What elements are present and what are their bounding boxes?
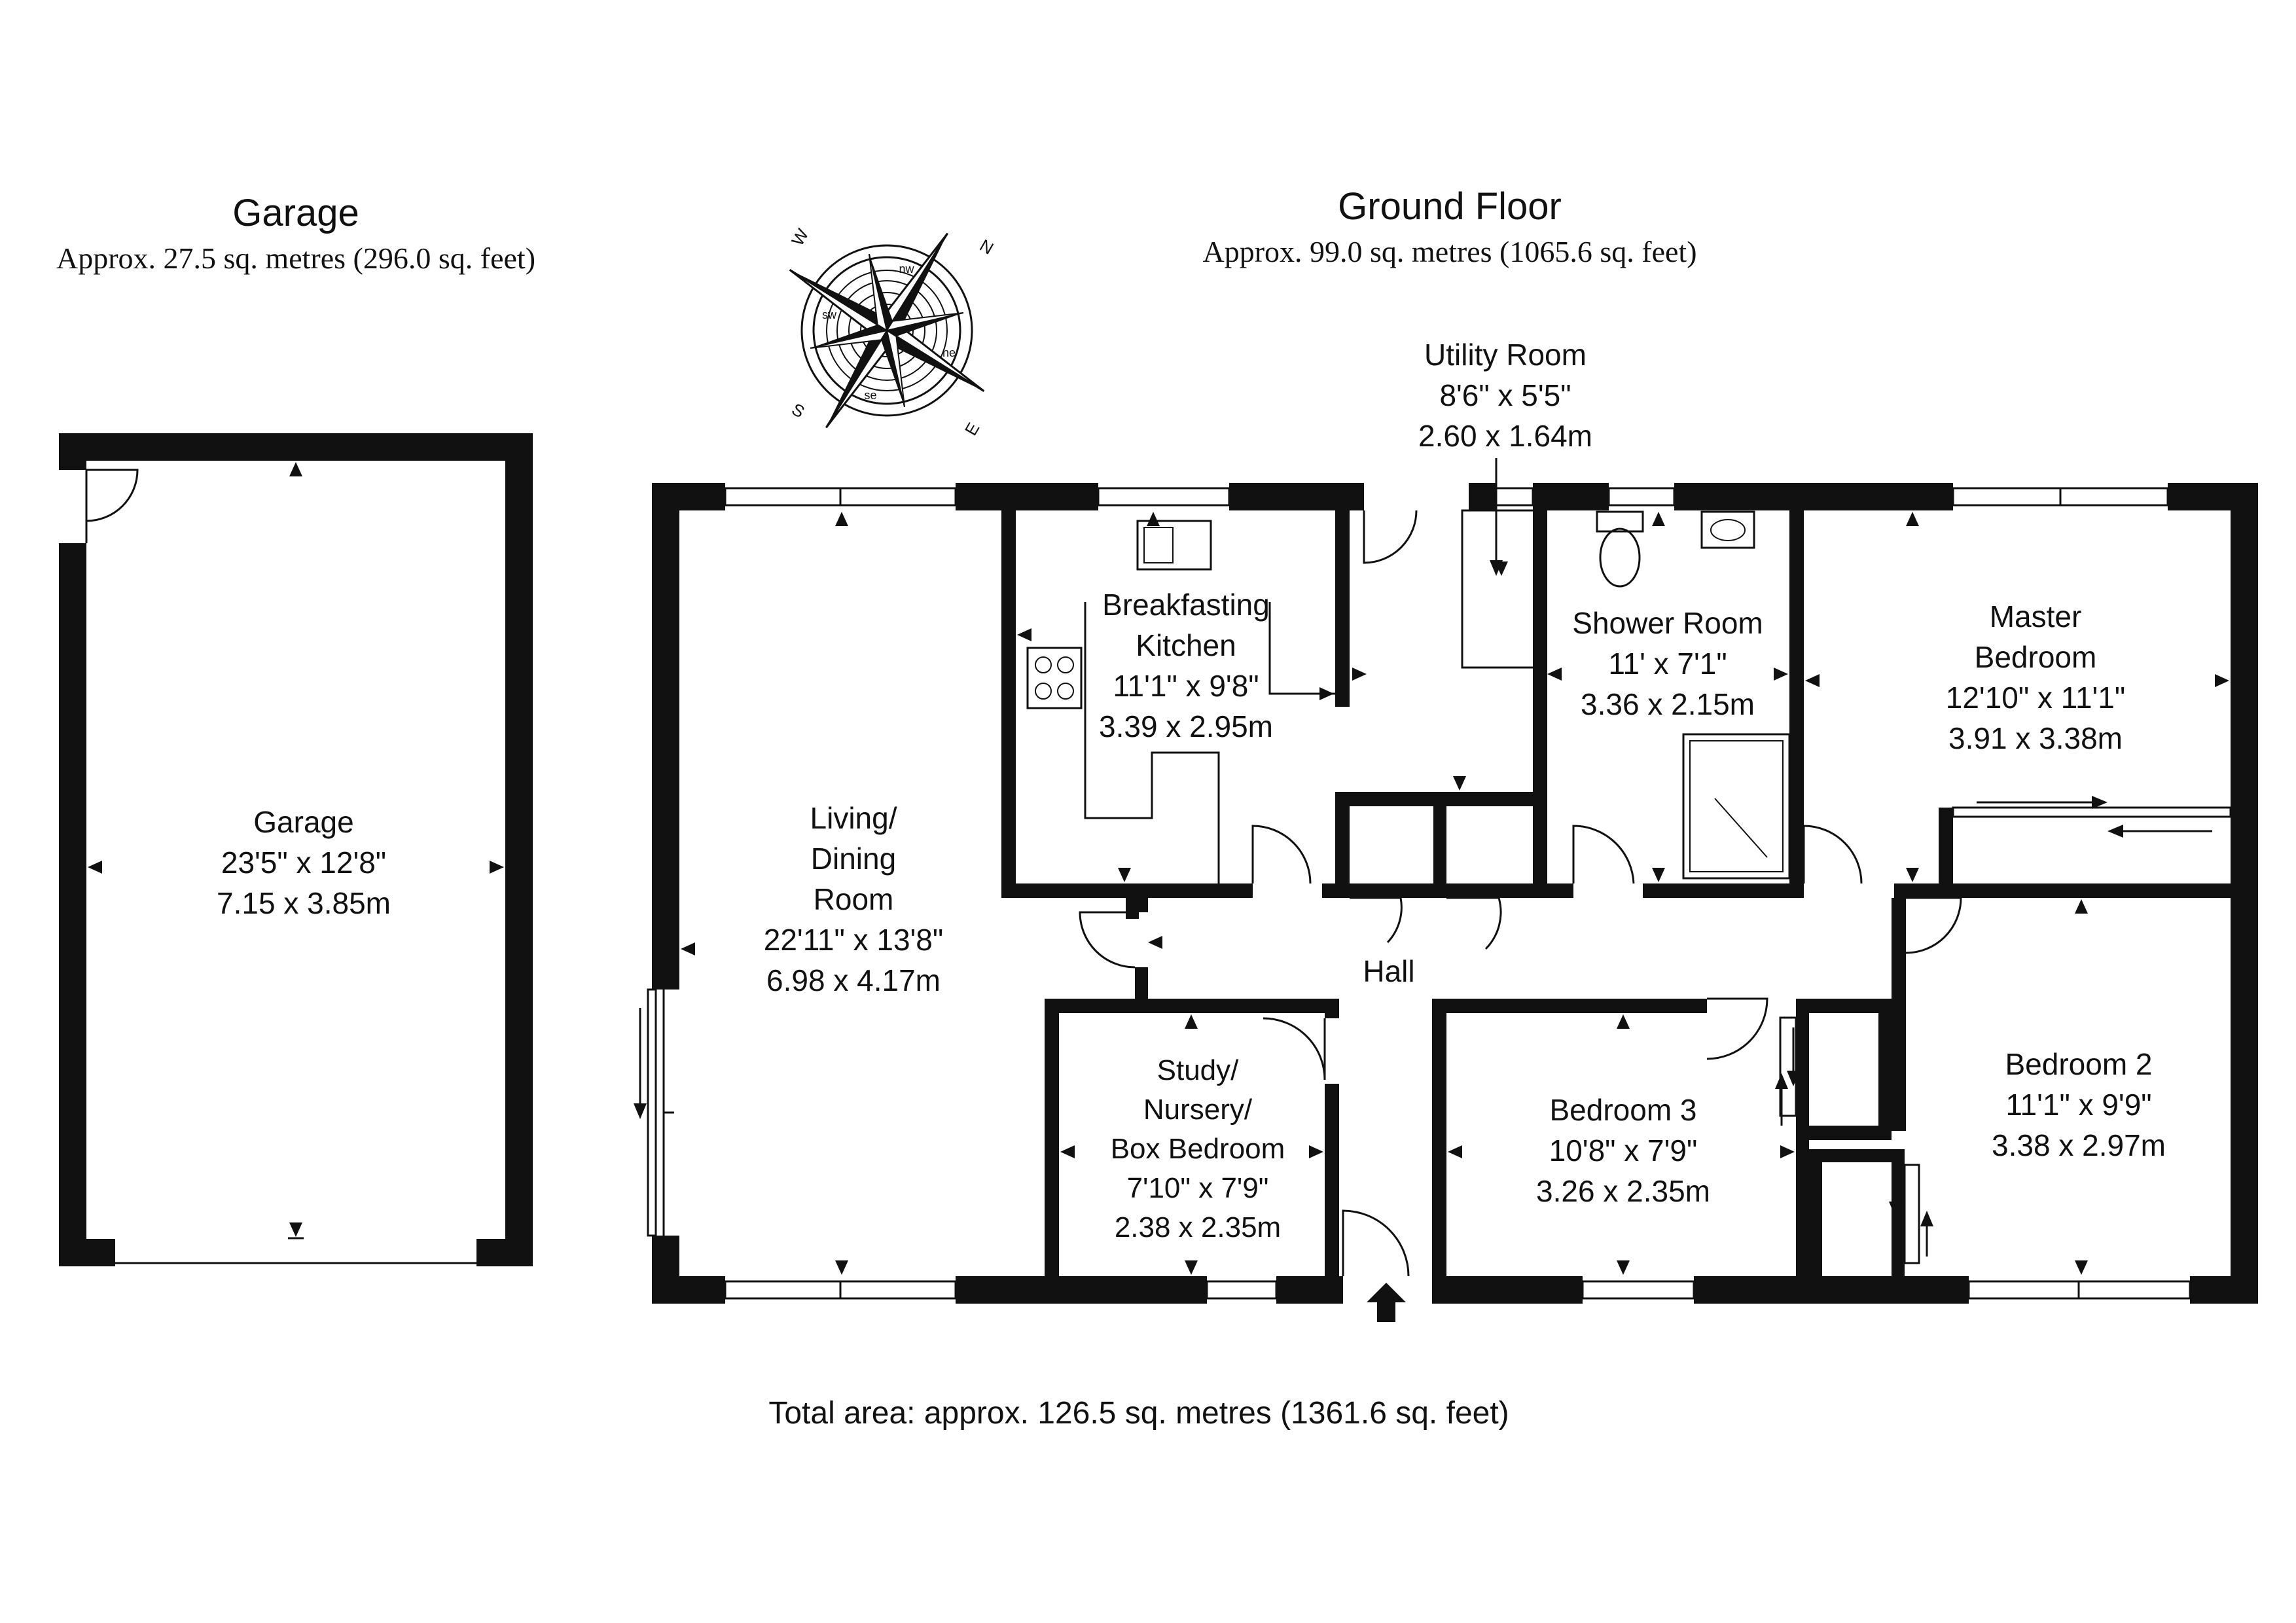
room-name: Bedroom 2 — [2005, 1047, 2152, 1081]
room-name: Study/ — [1157, 1054, 1240, 1086]
room-name: Box Bedroom — [1111, 1133, 1285, 1165]
room-master-bedroom: Master Bedroom 12'10" x 11'1" 3.91 x 3.3… — [1946, 599, 2125, 755]
room-dim-metric: 2.38 x 2.35m — [1115, 1211, 1281, 1243]
compass-e-label: E — [961, 419, 984, 438]
compass-ne-label: ne — [942, 346, 956, 359]
room-dim-metric: 3.36 x 2.15m — [1581, 687, 1755, 721]
room-dim-imperial: 11'1" x 9'9" — [2005, 1088, 2151, 1122]
room-name: Breakfasting — [1102, 588, 1270, 622]
room-bedroom-2: Bedroom 2 11'1" x 9'9" 3.38 x 2.97m — [1992, 1047, 2166, 1162]
room-utility: Utility Room 8'6" x 5'5" 2.60 x 1.64m — [1418, 338, 1592, 453]
room-dim-metric: 3.26 x 2.35m — [1536, 1174, 1710, 1208]
room-hall: Hall — [1363, 954, 1414, 988]
garage-heading: Garage — [232, 192, 359, 234]
room-dim-imperial: 11' x 7'1" — [1608, 647, 1727, 681]
room-kitchen: Breakfasting Kitchen 11'1" x 9'8" 3.39 x… — [1099, 588, 1273, 743]
room-dim-metric: 3.91 x 3.38m — [1948, 721, 2123, 755]
room-bedroom-3: Bedroom 3 10'8" x 7'9" 3.26 x 2.35m — [1536, 1093, 1710, 1208]
room-name: Living/ — [810, 801, 897, 835]
room-dim-imperial: 10'8" x 7'9" — [1549, 1133, 1698, 1168]
room-name: Utility Room — [1424, 338, 1587, 372]
room-dim-imperial: 22'11" x 13'8" — [764, 923, 943, 957]
room-name: Kitchen — [1136, 628, 1236, 662]
compass-s-label: S — [788, 399, 808, 422]
compass-rose-icon: N E S W nw ne se sw — [787, 225, 997, 439]
compass-sw-label: sw — [822, 308, 837, 321]
room-dim-imperial: 7'10" x 7'9" — [1127, 1172, 1269, 1204]
room-name: Dining — [811, 842, 896, 876]
room-name: Hall — [1363, 954, 1414, 988]
compass-se-label: se — [864, 389, 876, 402]
room-living: Living/ Dining Room 22'11" x 13'8" 6.98 … — [764, 801, 943, 997]
room-dim-imperial: 11'1" x 9'8" — [1113, 669, 1259, 703]
room-name: Master — [1990, 599, 2082, 633]
ground-floor-heading: Ground Floor — [1338, 185, 1562, 228]
room-dim-imperial: 12'10" x 11'1" — [1946, 681, 2125, 715]
room-study: Study/ Nursery/ Box Bedroom 7'10" x 7'9"… — [1111, 1054, 1285, 1243]
garage-name: Garage — [253, 805, 353, 839]
room-dim-metric: 3.39 x 2.95m — [1099, 709, 1273, 743]
garage-dim-imperial: 23'5" x 12'8" — [221, 846, 386, 880]
total-area: Total area: approx. 126.5 sq. metres (13… — [768, 1396, 1509, 1431]
room-name: Bedroom — [1975, 640, 2097, 674]
room-name: Nursery/ — [1143, 1094, 1253, 1126]
compass-n-label: N — [977, 236, 997, 259]
garage-plan: Garage 23'5" x 12'8" 7.15 x 3.85m — [59, 433, 533, 1266]
room-dim-metric: 3.38 x 2.97m — [1992, 1128, 2166, 1162]
garage-area: Approx. 27.5 sq. metres (296.0 sq. feet) — [56, 241, 535, 275]
garage-dim-metric: 7.15 x 3.85m — [217, 886, 391, 920]
room-dim-imperial: 8'6" x 5'5" — [1439, 378, 1571, 412]
ground-floor-plan: Living/ Dining Room 22'11" x 13'8" 6.98 … — [634, 338, 2258, 1322]
compass-w-label: W — [787, 225, 812, 249]
room-dim-metric: 2.60 x 1.64m — [1418, 419, 1592, 453]
room-dim-metric: 6.98 x 4.17m — [766, 963, 941, 997]
room-name: Bedroom 3 — [1549, 1093, 1696, 1127]
room-name: Shower Room — [1572, 606, 1763, 640]
compass-nw-label: nw — [899, 262, 914, 276]
ground-floor-area: Approx. 99.0 sq. metres (1065.6 sq. feet… — [1202, 235, 1696, 268]
room-name: Room — [814, 882, 894, 916]
room-shower: Shower Room 11' x 7'1" 3.36 x 2.15m — [1572, 606, 1763, 721]
